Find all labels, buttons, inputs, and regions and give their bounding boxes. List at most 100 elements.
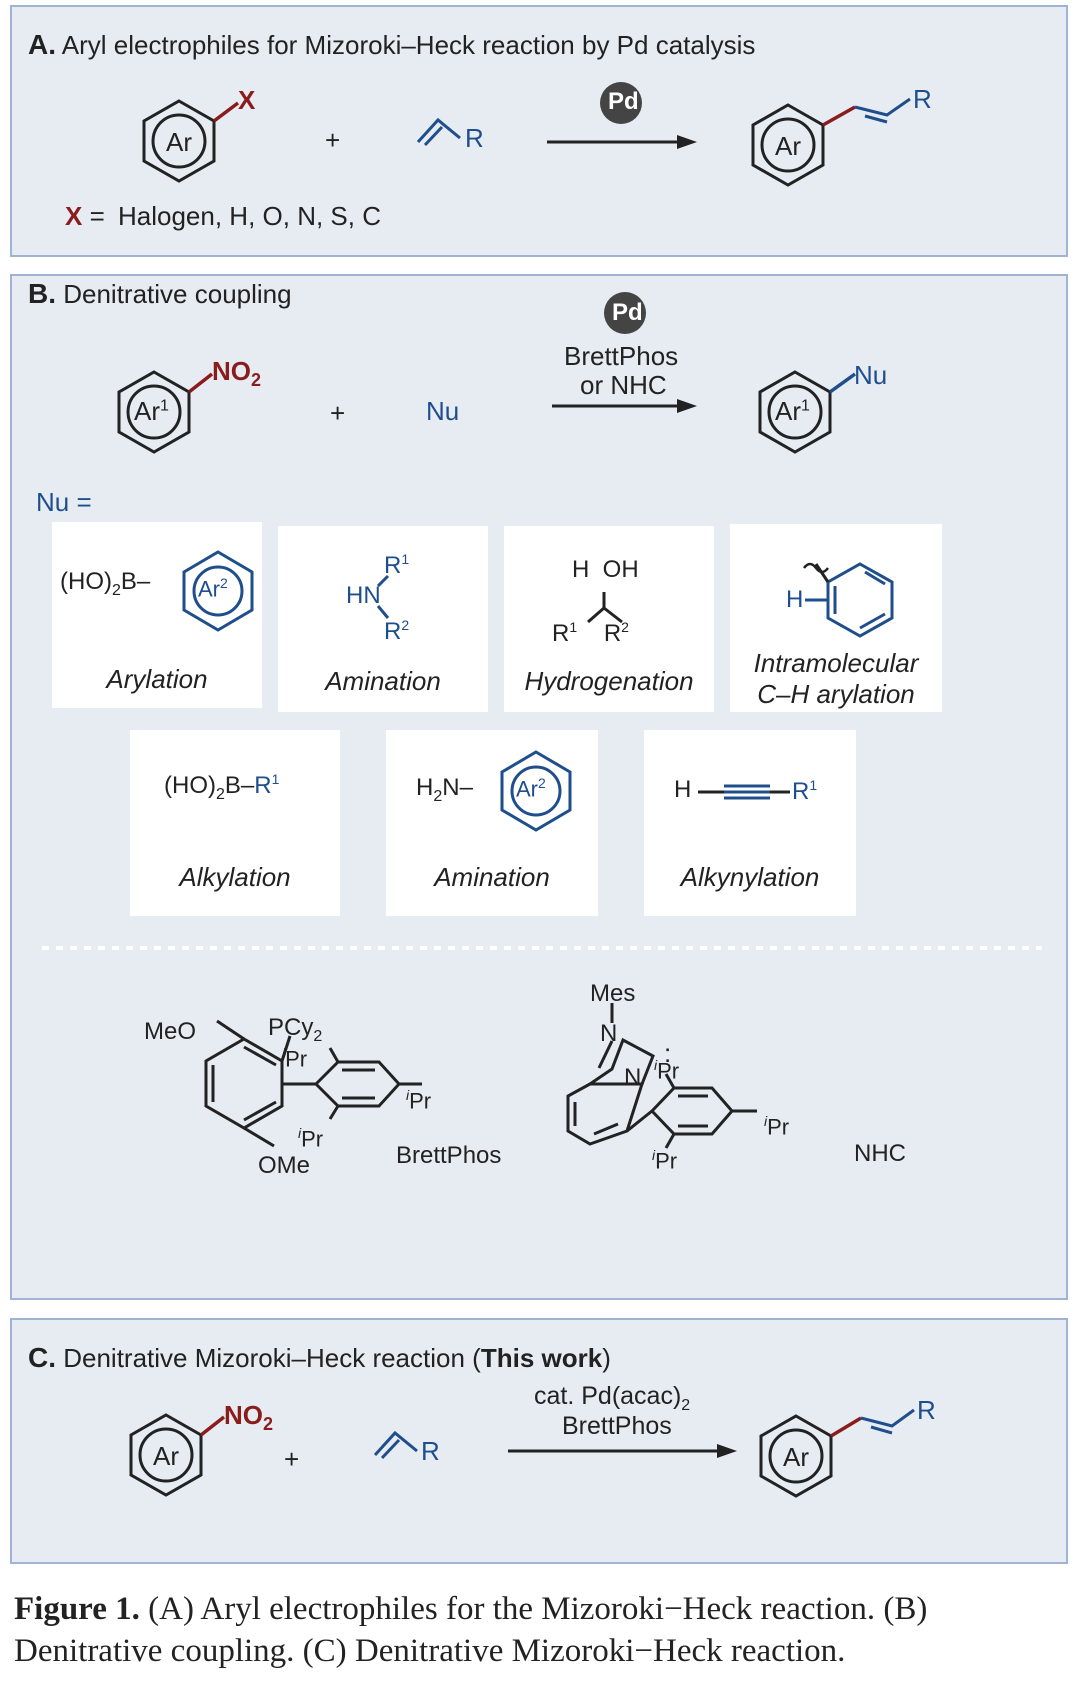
pd-label: Pd <box>608 88 639 115</box>
alkene-double-bond <box>380 1438 401 1460</box>
card-alkynylation: H R1 Alkynylation <box>644 730 856 916</box>
panel-c: C. Denitrative Mizoroki–Heck reaction (T… <box>10 1318 1068 1564</box>
brettphos-structure <box>204 1019 422 1148</box>
plus-sign: + <box>325 125 341 155</box>
panel-c-title-bold: This work <box>480 1343 603 1373</box>
product-r-label: R <box>917 1395 936 1425</box>
conditions-line-2: BrettPhos <box>562 1412 672 1440</box>
c-no2-bond <box>187 372 214 394</box>
meo-label: MeO <box>144 1018 197 1045</box>
ar2-label: Ar2 <box>516 775 546 802</box>
card-caption-alkylation: Alkylation <box>179 862 291 892</box>
ar1-text: Ar <box>134 396 160 426</box>
conditions-line-1-sub: 2 <box>681 1397 691 1414</box>
caption-label: Figure 1. <box>14 1591 140 1627</box>
x-def-symbol: X <box>65 201 83 231</box>
alkyne-bonds <box>698 784 790 800</box>
figure-caption: Figure 1. (A) Aryl electrophiles for the… <box>14 1588 1070 1672</box>
alkene-r-label: R <box>465 123 484 153</box>
panel-a: A. Aryl electrophiles for Mizoroki–Heck … <box>10 5 1068 257</box>
h-label: H <box>786 586 804 613</box>
product-alkene <box>860 1408 915 1428</box>
pd-badge <box>600 82 642 124</box>
product-ring-label: Ar <box>775 131 801 161</box>
alkene-r-label: R <box>421 1436 440 1466</box>
conditions-line-1: cat. Pd(acac)2 <box>534 1384 690 1414</box>
panel-a-title-text: Aryl electrophiles for Mizoroki–Heck rea… <box>61 30 756 60</box>
nitro-sub: 2 <box>251 370 262 391</box>
card-caption-amination-2: Amination <box>434 862 550 892</box>
ar1-label: Ar1 <box>134 398 169 424</box>
ring-label: Ar <box>166 127 192 157</box>
panel-b: B. Denitrative coupling <box>10 274 1068 1300</box>
new-c-c-bond <box>822 105 856 127</box>
alkyne-r1-label: R1 <box>792 777 818 805</box>
c-nu-bond <box>828 372 857 394</box>
carbene-lone-pair: : <box>664 1038 672 1068</box>
r2-label: R2 <box>384 617 410 645</box>
ipr-label-3: iPr <box>298 1125 324 1152</box>
brettphos-name: BrettPhos <box>396 1142 502 1169</box>
caption-line-1: Intramolecular <box>753 648 919 678</box>
card-hydrogenation: H OH R1 R2 Hydrogenation <box>504 526 714 712</box>
alkyne-h-label: H <box>674 776 692 803</box>
panel-b-letter: B. <box>28 278 56 309</box>
c-no2-bond <box>199 1415 226 1437</box>
panel-c-letter: C. <box>28 1342 56 1373</box>
caption-line-2: C–H arylation <box>757 679 915 709</box>
panel-b-title: B. Denitrative coupling <box>28 278 292 310</box>
h-oh-label: H OH <box>572 556 639 583</box>
card-amination-2: H2N– Ar2 Amination <box>386 730 598 916</box>
carbinol-bonds <box>587 592 623 624</box>
card-ch-arylation: H Intramolecular C–H arylation <box>730 524 942 712</box>
card-caption-alkynylation: Alkynylation <box>680 862 820 892</box>
product-ring-label: Ar <box>783 1442 809 1472</box>
panel-b-title-text: Denitrative coupling <box>63 279 292 309</box>
card-caption-hydrogenation: Hydrogenation <box>524 666 694 696</box>
r1-label: R1 <box>384 551 410 579</box>
hn-label: HN <box>346 582 381 609</box>
x-def-equals: = <box>89 201 105 231</box>
nhc-n-bottom: N <box>624 1064 642 1091</box>
ome-label: OMe <box>258 1152 311 1179</box>
c-x-bond <box>212 101 240 123</box>
nitro-text: NO <box>212 356 251 386</box>
ar2-aniline-ring <box>500 750 572 832</box>
card-caption-amination-1: Amination <box>325 666 441 696</box>
nitro-sub: 2 <box>263 1414 274 1435</box>
pd-label: Pd <box>612 299 643 326</box>
h2n-label: H2N– <box>416 774 473 805</box>
caption-text: (A) Aryl electrophiles for the Mizoroki−… <box>14 1591 928 1669</box>
panel-c-title-close: ) <box>602 1343 611 1373</box>
product-ar1-label: Ar1 <box>775 398 810 424</box>
r1-r2-label: R1 R2 <box>552 619 629 647</box>
alkyl-boronic-formula: (HO)2B–R1 <box>164 771 280 803</box>
ipr-label-5: iPr <box>764 1113 790 1140</box>
product-ar1-text: Ar <box>775 396 801 426</box>
product-alkene <box>854 97 911 117</box>
product-r-label: R <box>913 84 932 114</box>
ipr-label-4: iPr <box>654 1057 680 1084</box>
plus-sign: + <box>330 398 346 428</box>
panel-c-title-text: Denitrative Mizoroki–Heck reaction ( <box>63 1343 481 1373</box>
nucleophile-label: Nu <box>426 396 460 426</box>
ar1-sup: 1 <box>160 397 169 415</box>
panel-a-scheme <box>142 82 911 187</box>
nu-equals-label: Nu = <box>36 487 92 517</box>
alkene-double-bond <box>423 125 444 147</box>
plus-sign: + <box>284 1444 300 1474</box>
panel-c-scheme <box>129 1408 915 1498</box>
nhc-n-top: N <box>600 1020 618 1047</box>
panel-b-scheme <box>42 292 1042 1149</box>
nhc-structure <box>566 1003 757 1149</box>
ipr-label-6: iPr <box>652 1147 678 1174</box>
ar2-ring <box>182 550 254 632</box>
benzene-ch-structure <box>803 562 894 638</box>
product-ar1-sup: 1 <box>801 397 810 415</box>
product-double-bond <box>864 114 888 124</box>
x-definition: X = Halogen, H, O, N, S, C <box>65 203 381 229</box>
nitro-label: NO2 <box>212 358 261 389</box>
alkene <box>373 1430 418 1457</box>
card-arylation: (HO)2B– Ar2 Arylation <box>52 522 262 708</box>
nitro-label: NO2 <box>224 1402 273 1433</box>
